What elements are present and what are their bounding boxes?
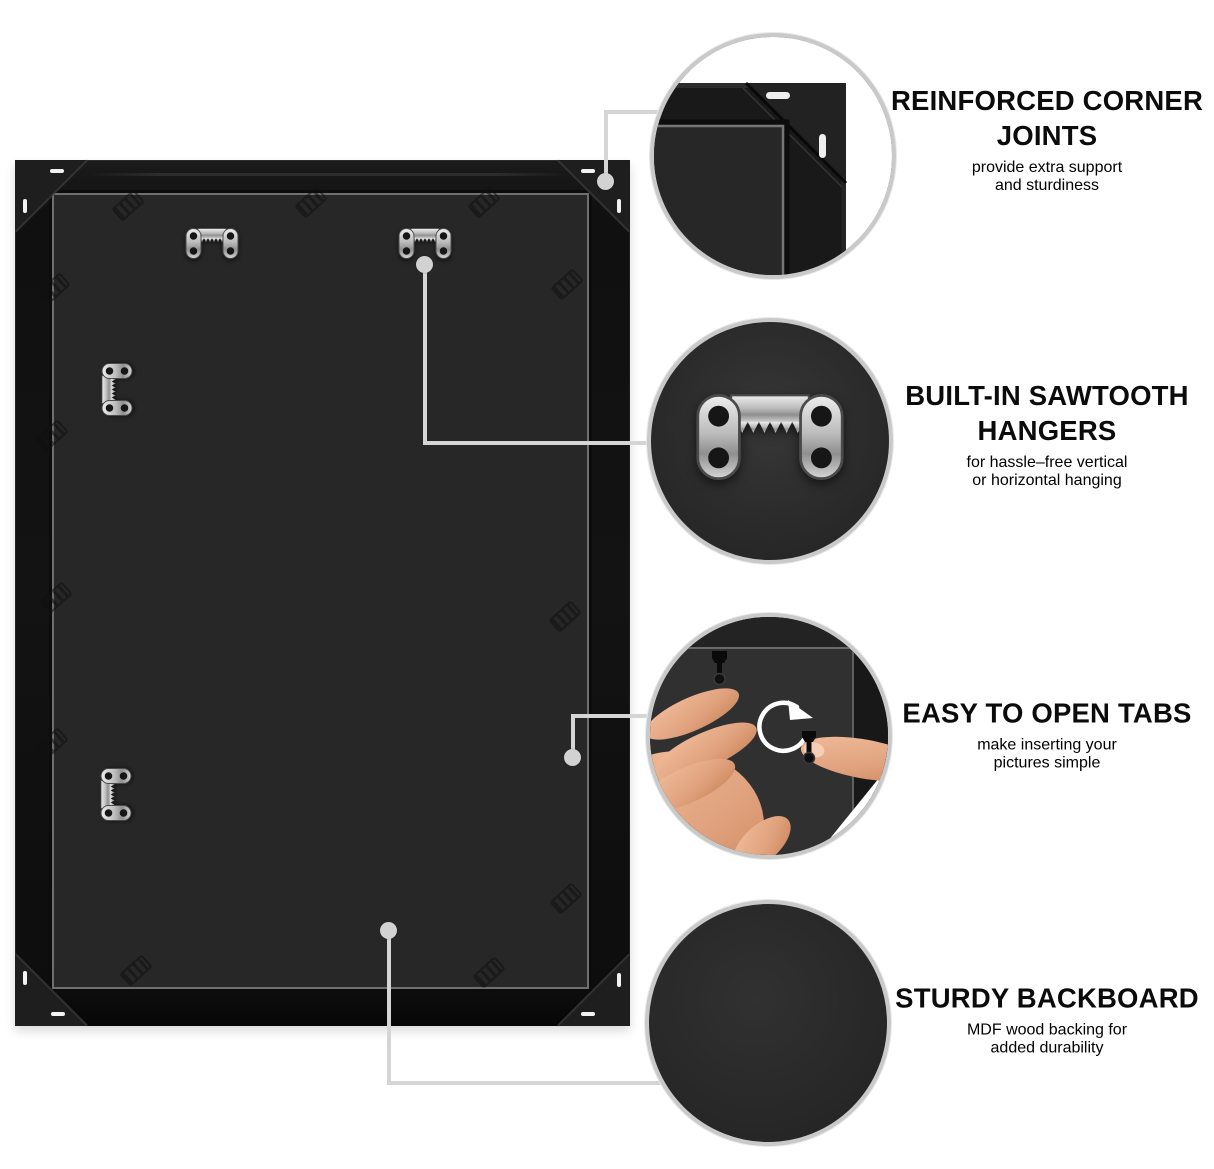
hand-opening-tab-icon — [650, 651, 888, 855]
callout-dot — [564, 749, 581, 766]
callout-desc-line: or horizontal hanging — [972, 472, 1122, 490]
callout-title-line: STURDY BACKBOARD — [895, 982, 1199, 1014]
callout-line — [387, 1081, 685, 1085]
callout-title-line: EASY TO OPEN TABS — [902, 697, 1192, 729]
callout-circle-corner-joints — [650, 33, 896, 279]
callout-text-backboard: STURDY BACKBOARD MDF wood backing for ad… — [880, 980, 1214, 1073]
callout-line — [604, 110, 608, 182]
molding-highlight — [87, 173, 567, 176]
corner-joint-closeup-icon — [654, 37, 892, 275]
callout-desc-line: for hassle–free vertical — [966, 454, 1128, 472]
callout-desc-line: pictures simple — [993, 754, 1101, 772]
callout-text-open-tabs: EASY TO OPEN TABS make inserting your pi… — [880, 695, 1214, 788]
frame-molding-edge — [650, 617, 852, 649]
callout-text-sawtooth-hangers: BUILT-IN SAWTOOTH HANGERS for hassle–fre… — [880, 378, 1214, 506]
callout-line — [571, 714, 575, 762]
picture-frame-back — [15, 159, 630, 1027]
callout-circle-backboard — [645, 900, 891, 1146]
callout-desc-line: and sturdiness — [994, 177, 1100, 195]
callout-title-line: REINFORCED CORNER — [890, 84, 1204, 116]
mdf-backboard — [52, 193, 589, 989]
callout-circle-open-tabs — [646, 613, 892, 859]
callout-line — [571, 714, 685, 718]
sawtooth-hanger-icon — [101, 363, 134, 417]
staple-icon — [581, 169, 595, 173]
sawtooth-hanger-icon — [185, 227, 239, 260]
callout-circle-sawtooth-hangers — [647, 318, 893, 564]
callout-dot — [416, 256, 433, 273]
callout-line — [604, 110, 688, 114]
callout-line — [423, 263, 427, 445]
callout-title-line: BUILT-IN SAWTOOTH — [905, 379, 1189, 411]
staple-icon — [50, 169, 64, 173]
callout-desc-line: provide extra support — [971, 159, 1123, 177]
callout-title-line: JOINTS — [996, 120, 1098, 151]
staple-icon — [617, 973, 621, 987]
callout-line — [387, 929, 391, 1085]
staple-icon — [23, 199, 27, 213]
callout-dot — [597, 173, 614, 190]
staple-icon — [23, 971, 27, 985]
callout-desc-line: added durability — [990, 1039, 1104, 1057]
callout-desc-line: make inserting your — [977, 736, 1117, 754]
staple-icon — [581, 1012, 595, 1016]
callout-dot — [380, 922, 397, 939]
sawtooth-hanger-icon — [695, 391, 845, 483]
callout-desc-line: MDF wood backing for — [966, 1021, 1128, 1039]
callout-line — [423, 441, 685, 445]
sawtooth-hanger-icon — [100, 768, 133, 822]
staple-icon — [617, 199, 621, 213]
callout-title-line: HANGERS — [977, 415, 1117, 446]
callout-text-corner-joints: REINFORCED CORNER JOINTS provide extra s… — [880, 83, 1214, 211]
staple-icon — [51, 1012, 65, 1016]
